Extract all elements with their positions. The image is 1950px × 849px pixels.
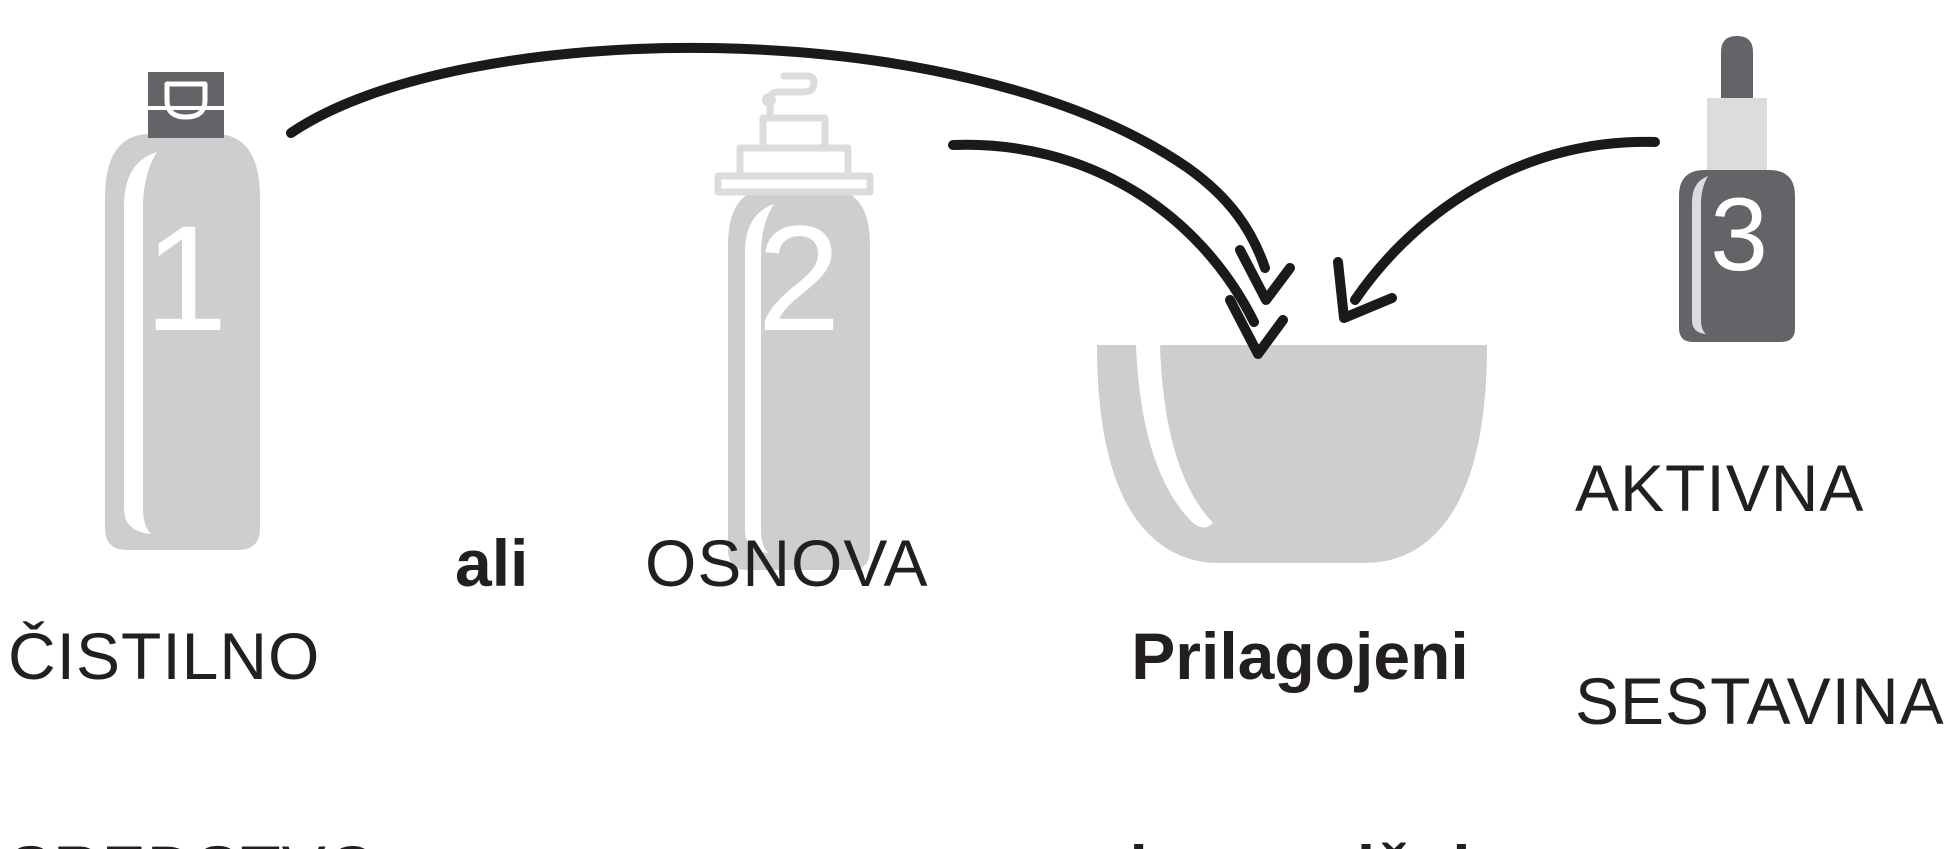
caption-result: Prilagojeni kozmetični izdelek [1090, 478, 1510, 849]
caption-cleanser-line1: ČISTILNO [8, 618, 321, 693]
caption-active-ingredient: AKTIVNA SESTAVINA [1575, 310, 1945, 849]
arrow-active-to-bowl [1333, 136, 1660, 323]
caption-result-line1: Prilagojeni [1131, 618, 1469, 693]
caption-active-line2: SESTAVINA [1575, 664, 1945, 739]
pump-bottle-icon: 2 [714, 72, 874, 570]
step-number-1: 1 [144, 194, 227, 362]
step-number-3: 3 [1710, 177, 1768, 293]
mixing-bowl-icon [1097, 345, 1487, 563]
caption-active-line1: AKTIVNA [1575, 450, 1865, 525]
arrow-base-to-bowl [948, 139, 1288, 359]
caption-base: OSNOVA [645, 526, 929, 600]
caption-cleanser-line2: SREDSTVO [8, 834, 379, 849]
caption-cleanser: ČISTILNO SREDSTVO [8, 478, 379, 849]
dropper-bottle-icon: 3 [1679, 36, 1795, 342]
arrow-cleanser-to-bowl [286, 42, 1295, 305]
step-number-2: 2 [757, 194, 840, 362]
cleanser-bottle-icon: 1 [105, 72, 260, 550]
caption-result-line2: kozmetični [1090, 834, 1510, 849]
caption-connector-or: ali [455, 526, 529, 600]
